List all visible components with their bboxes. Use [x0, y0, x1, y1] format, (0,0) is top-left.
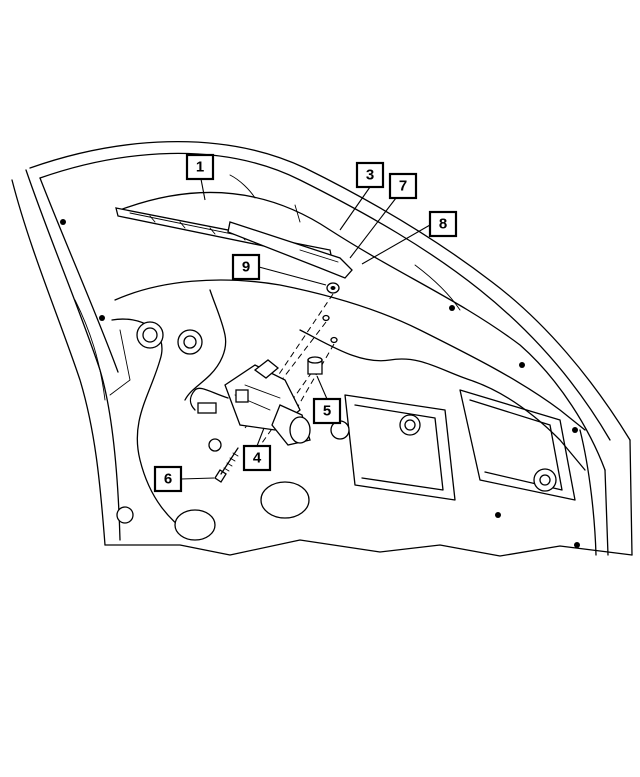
wiper-arm	[227, 221, 353, 279]
bushing	[307, 356, 323, 375]
callout-1: 1	[185, 153, 215, 201]
grommet	[322, 314, 330, 322]
wiper-motor	[224, 359, 311, 446]
svg-text:9: 9	[242, 259, 250, 276]
callout-7: 7	[349, 172, 418, 259]
stud	[330, 336, 338, 344]
wiring-harness	[189, 387, 229, 411]
callout-8: 8	[361, 210, 458, 265]
wiring-harness	[184, 289, 227, 401]
callout-4: 4	[242, 427, 272, 472]
svg-text:3: 3	[366, 167, 374, 184]
nut	[326, 282, 340, 294]
callout-5: 5	[312, 375, 342, 425]
svg-text:7: 7	[399, 178, 407, 195]
connector	[197, 402, 217, 414]
callout-9: 9	[231, 253, 327, 286]
callout-6: 6	[153, 465, 215, 493]
svg-text:8: 8	[439, 216, 447, 233]
bolt	[214, 447, 239, 483]
svg-text:6: 6	[164, 471, 172, 488]
svg-text:1: 1	[196, 159, 204, 176]
liftgate-panel	[11, 141, 633, 557]
svg-text:4: 4	[253, 450, 262, 467]
callout-3: 3	[339, 161, 385, 231]
svg-text:5: 5	[323, 403, 331, 420]
